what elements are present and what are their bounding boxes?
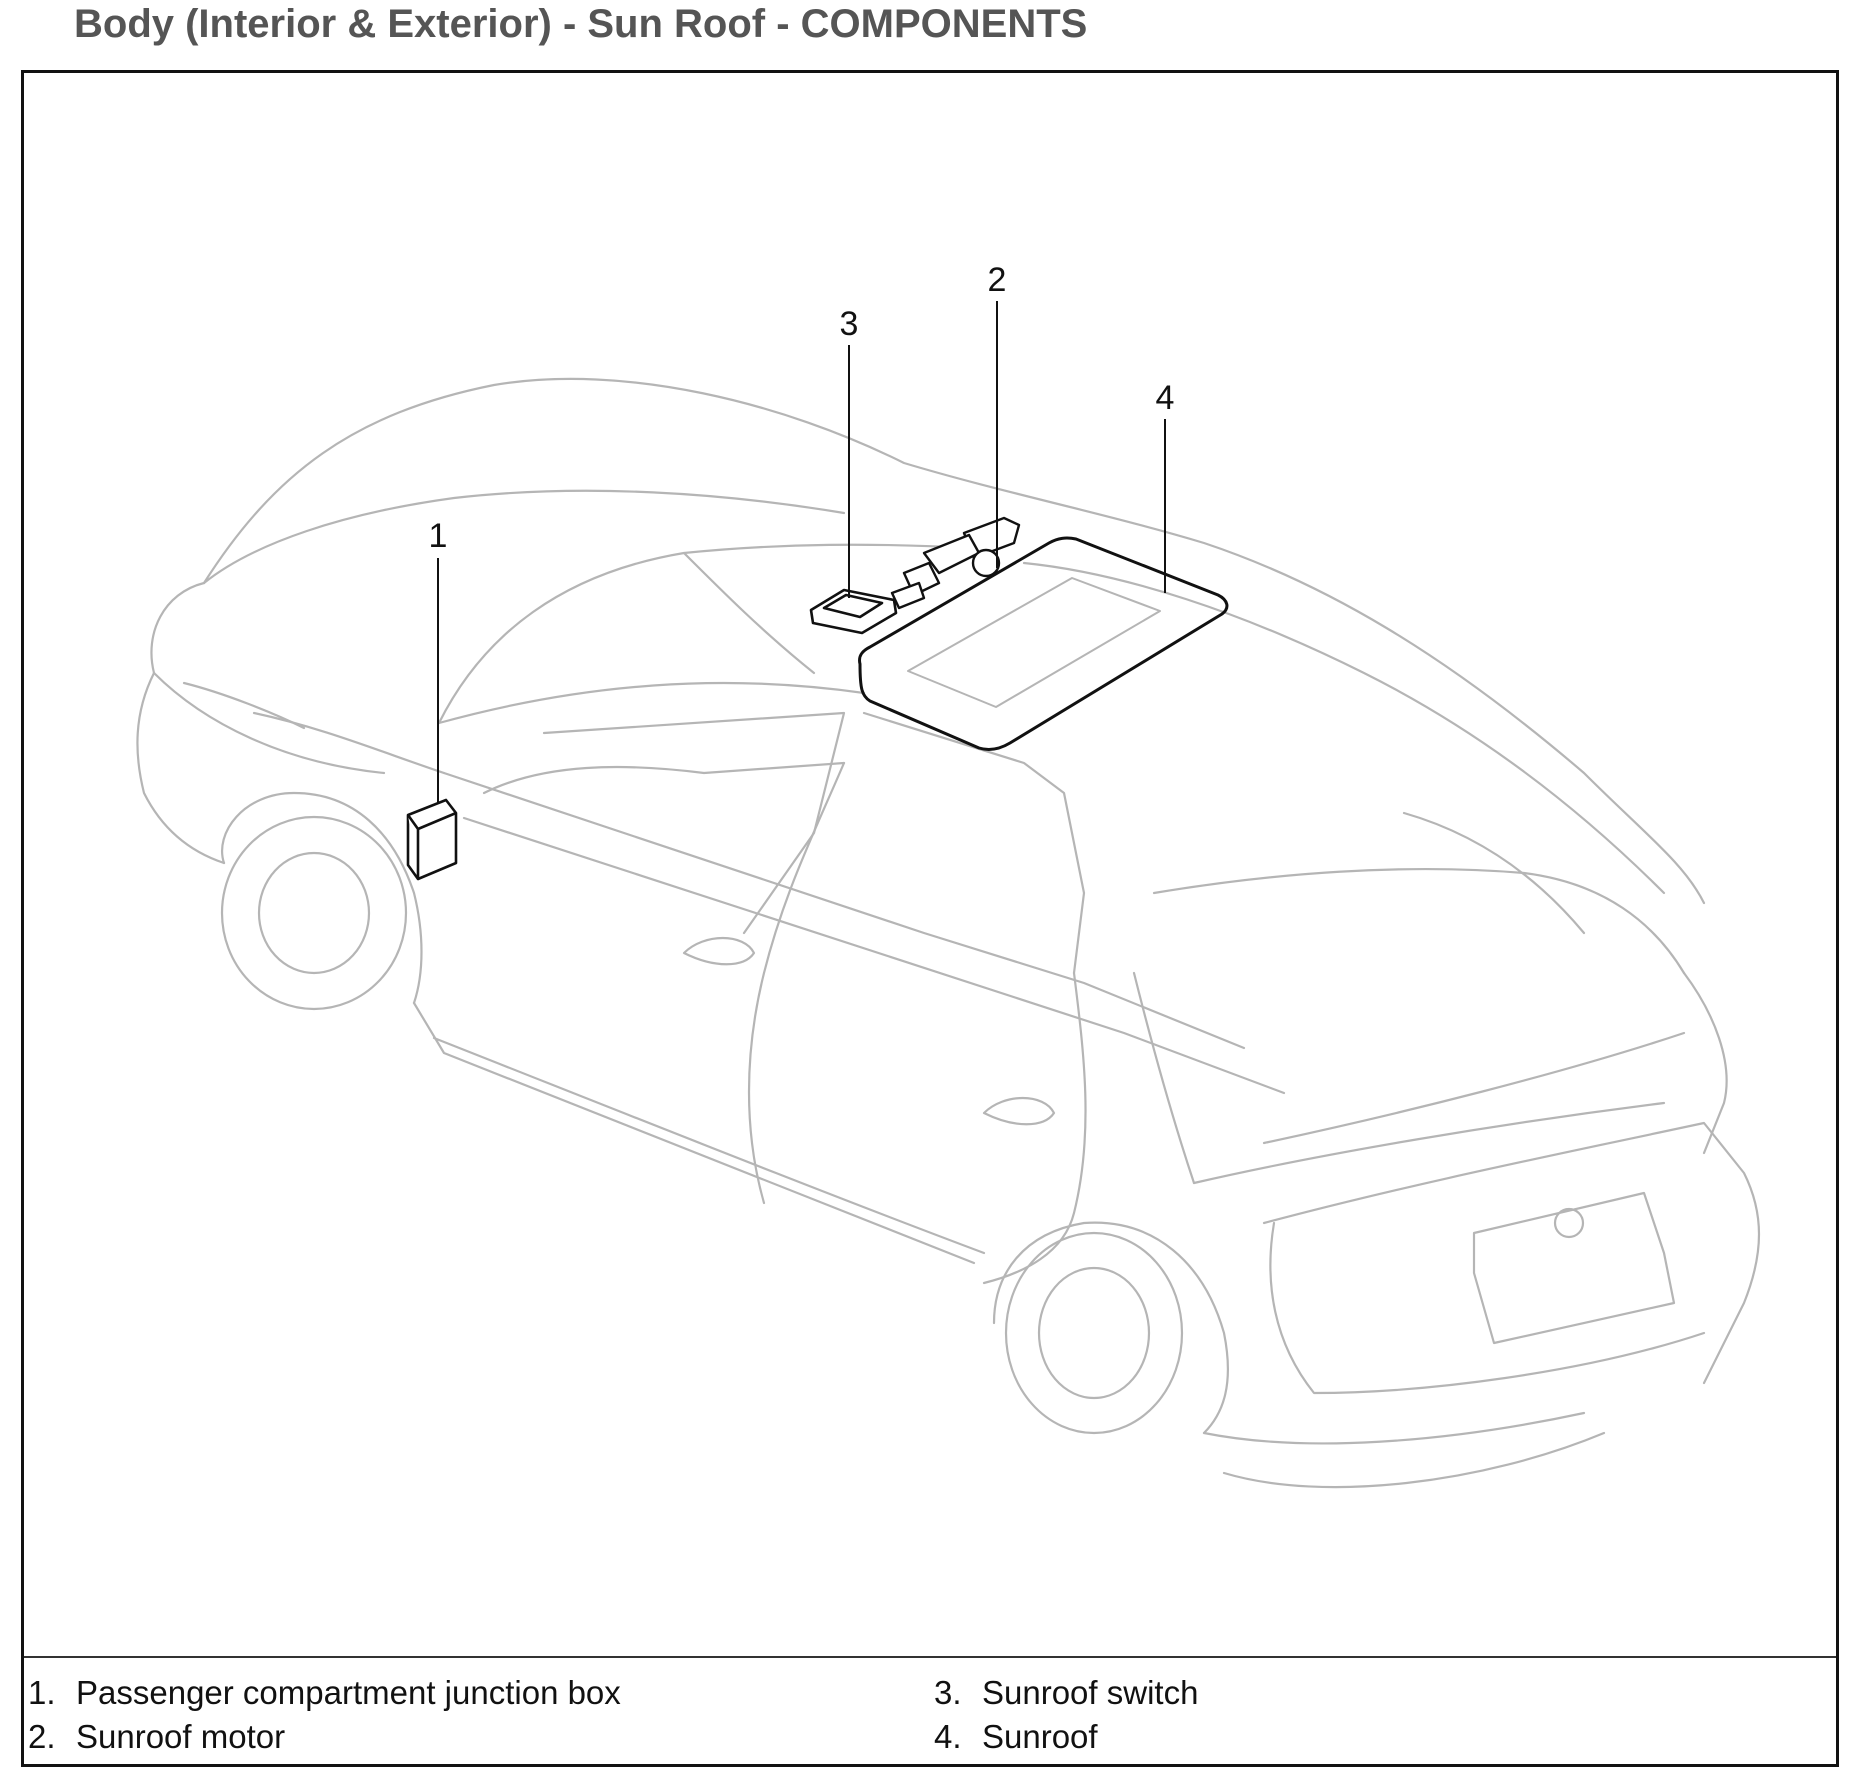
car-illustration: 1 2 3 4 xyxy=(24,73,1836,1661)
legend-label: Passenger compartment junction box xyxy=(76,1674,621,1711)
sunroof-switch-component xyxy=(809,588,898,635)
legend-label: Sunroof switch xyxy=(982,1674,1199,1711)
diagram-frame: 1 2 3 4 1. Passenger compartment junction… xyxy=(21,70,1839,1767)
callout-leaders xyxy=(437,301,1166,803)
legend: 1. Passenger compartment junction box 2. S… xyxy=(24,1656,1836,1764)
legend-item: 4. Sunroof xyxy=(934,1718,1098,1756)
legend-number: 3. xyxy=(934,1674,962,1711)
car-outline xyxy=(136,377,1761,1489)
callout-2: 2 xyxy=(988,261,1007,299)
sunroof-component xyxy=(858,536,1229,751)
legend-number: 2. xyxy=(28,1718,56,1755)
callout-1: 1 xyxy=(429,517,448,555)
legend-item: 2. Sunroof motor xyxy=(28,1718,285,1756)
legend-number: 1. xyxy=(28,1674,56,1711)
legend-label: Sunroof motor xyxy=(76,1718,286,1755)
legend-item: 3. Sunroof switch xyxy=(934,1674,1198,1712)
junction-box-component xyxy=(406,798,458,881)
legend-label: Sunroof xyxy=(982,1718,1098,1755)
sunroof-motor-component xyxy=(890,516,1021,610)
callout-3: 3 xyxy=(840,305,859,343)
callout-4: 4 xyxy=(1156,379,1175,417)
legend-number: 4. xyxy=(934,1718,962,1755)
legend-item: 1. Passenger compartment junction box xyxy=(28,1674,621,1712)
page-title: Body (Interior & Exterior) - Sun Roof - … xyxy=(74,2,1088,46)
